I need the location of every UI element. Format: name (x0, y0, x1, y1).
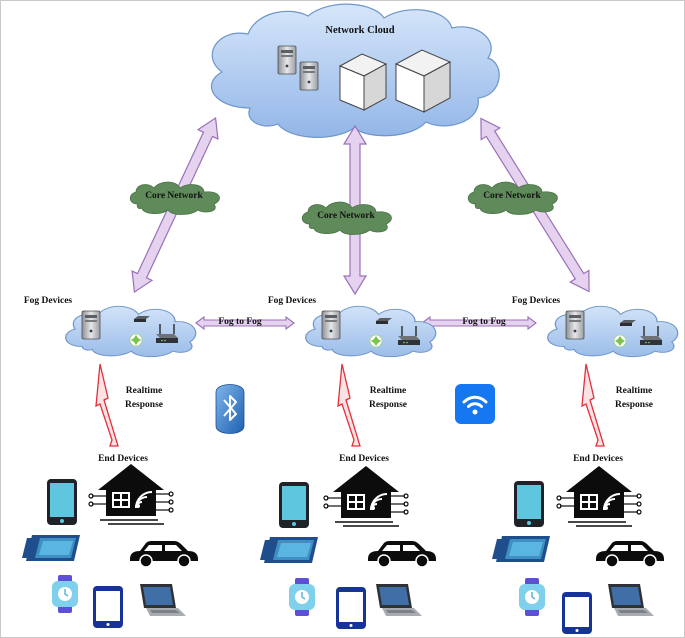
server-icon (299, 61, 319, 91)
end-devices-label: End Devices (98, 454, 148, 464)
data-center-icon (394, 49, 452, 113)
smartphone-icon (279, 482, 309, 528)
realtime-label: Realtime (370, 386, 406, 396)
core-network-label: Core Network (145, 191, 203, 201)
smartphone-icon (562, 592, 592, 634)
core-network-cloud-left: Core Network (129, 181, 220, 215)
fog-to-fog-label: Fog to Fog (462, 317, 506, 327)
network-cloud-label: Network Cloud (325, 25, 394, 36)
server-icon (321, 310, 341, 340)
lightning-icon (581, 363, 605, 447)
tablet-icon (22, 535, 80, 561)
core-network-label: Core Network (483, 191, 541, 201)
end-devices-label: End Devices (573, 454, 623, 464)
realtime-links (95, 363, 605, 447)
lightning-icon (337, 363, 361, 447)
bluetooth-icon (215, 384, 245, 434)
lightning-icon (95, 363, 119, 447)
smartphone-icon (514, 481, 544, 527)
smartphone-icon (336, 587, 366, 629)
server-icon (565, 310, 585, 340)
core-network-cloud-center: Core Network (301, 201, 392, 235)
fog-devices-label: Fog Devices (24, 296, 73, 306)
fog-devices-label: Fog Devices (268, 296, 317, 306)
fog-to-fog-label: Fog to Fog (218, 317, 262, 327)
response-label: Response (369, 400, 407, 410)
wifi-icon (455, 384, 495, 424)
core-network-cloud-right: Core Network (467, 181, 558, 215)
realtime-label: Realtime (616, 386, 652, 396)
fog-node-right: Fog Devices (512, 296, 679, 358)
server-icon (81, 310, 101, 340)
server-icon (277, 45, 297, 75)
compass-icon (613, 334, 627, 348)
core-network-label: Core Network (317, 211, 375, 221)
network-cloud: Network Cloud (210, 3, 500, 138)
data-center-icon (338, 53, 388, 111)
end-devices-label: End Devices (339, 454, 389, 464)
fog-node-center: Fog Devices (268, 296, 437, 358)
realtime-label: Realtime (126, 386, 162, 396)
response-label: Response (125, 400, 163, 410)
compass-icon (129, 333, 143, 347)
compass-icon (369, 334, 383, 348)
fog-devices-label: Fog Devices (512, 296, 561, 306)
fog-node-left: Fog Devices (24, 296, 197, 358)
fog-to-fog-arrow-left (195, 315, 295, 331)
tablet-icon (260, 537, 318, 563)
response-label: Response (615, 400, 653, 410)
smartphone-icon (47, 479, 77, 525)
smartphone-icon (93, 586, 123, 628)
tablet-icon (492, 536, 550, 562)
